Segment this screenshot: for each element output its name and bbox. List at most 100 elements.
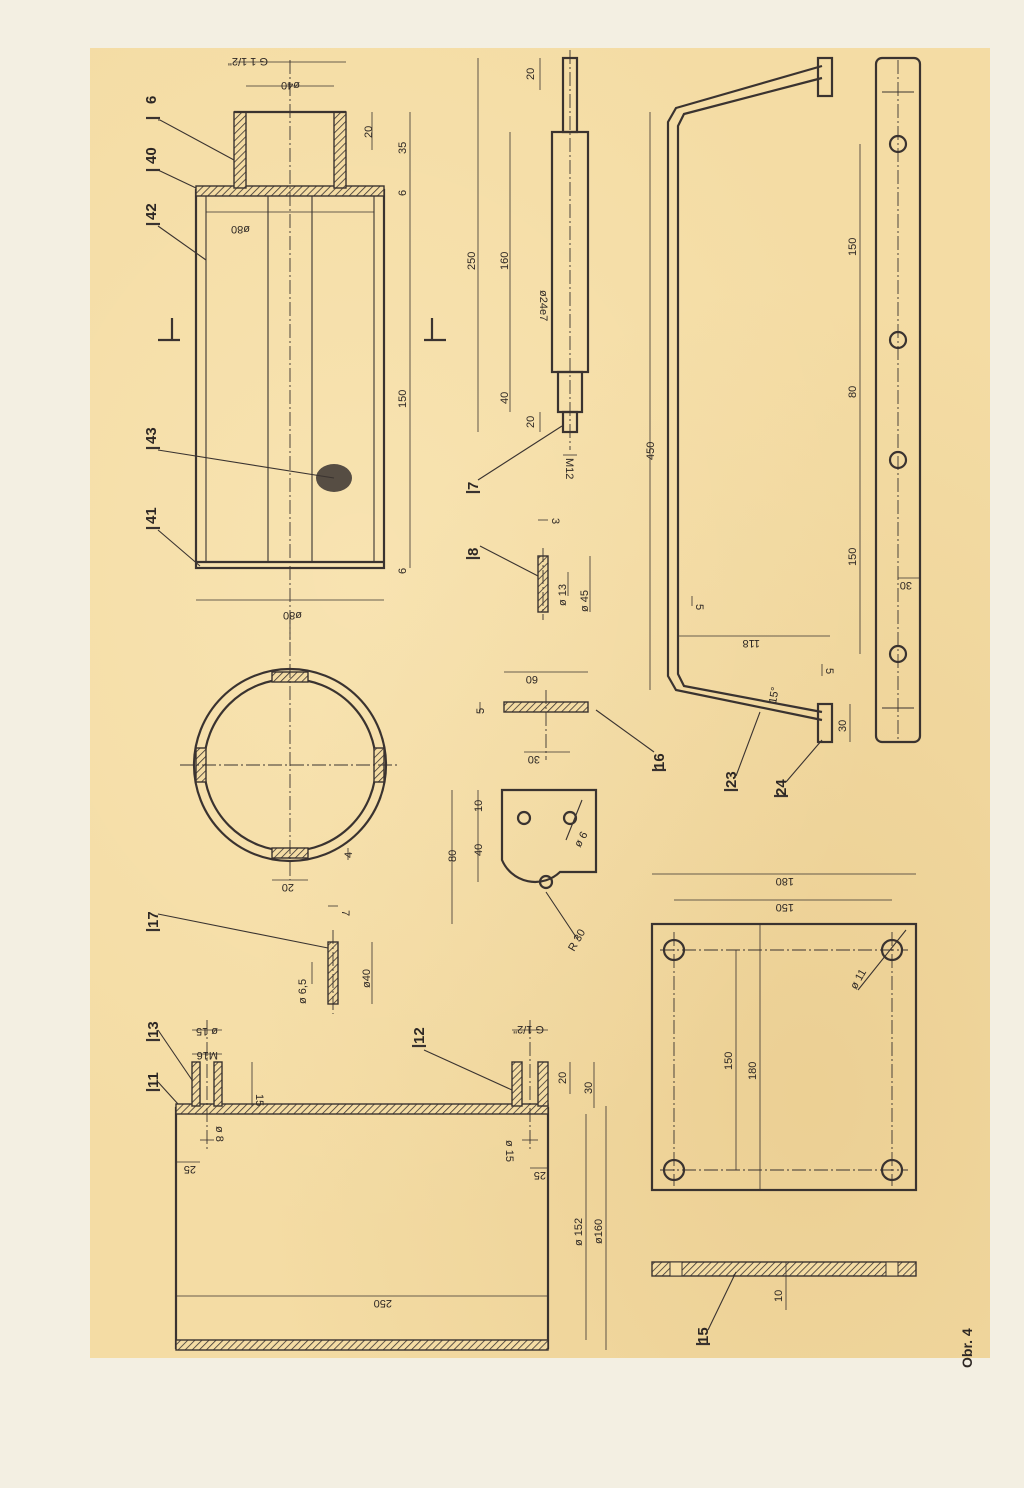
dim-d13: ø 13 — [557, 584, 569, 606]
dim-d15b: 15 — [253, 1094, 265, 1106]
dim-d80d: 80 — [847, 386, 859, 398]
part-label-23: 23 — [723, 771, 740, 788]
dim-d30d: 30 — [583, 1082, 595, 1094]
dim-m16: M16 — [197, 1049, 218, 1061]
dim-d20s: 20 — [525, 68, 537, 80]
dim-d20: 20 — [363, 126, 375, 138]
leader-24 — [785, 739, 823, 783]
dim-d152: ø 152 — [573, 1218, 585, 1246]
flat-bar-body — [874, 56, 922, 744]
dim-d3: 3 — [549, 518, 561, 524]
leader-43 — [157, 449, 335, 479]
leader-8 — [479, 545, 539, 577]
dim-r30: R 30 — [566, 927, 588, 953]
dim-d5c: 5 — [823, 668, 835, 674]
leader-11 — [157, 1081, 179, 1105]
part-13-nipple-right — [213, 1061, 223, 1107]
part-13-nipple-left — [191, 1061, 201, 1107]
rod-foot-bottom — [816, 702, 834, 744]
dim-d25a: 25 — [184, 1163, 196, 1175]
dim-d118: 118 — [742, 637, 760, 649]
tube-assembly: 6 40 42 43 41 G 1 1/2" ø40 ø80 ø80 20 35… — [143, 55, 446, 640]
part-6-sleeve-right — [333, 111, 347, 189]
dim-d40s: 40 — [499, 392, 511, 404]
part-6-sleeve-left — [233, 111, 247, 189]
part-label-13: 13 — [145, 1021, 162, 1038]
plate-section-hole-2 — [885, 1261, 899, 1277]
part-label-42: 42 — [143, 203, 160, 220]
leader-6 — [158, 119, 235, 161]
flat-bar: 150 80 150 30 — [847, 56, 922, 744]
cylinder-assembly: 13 11 12 ø 15 M16 15 ø 8 25 G 1/2" 20 30… — [145, 1020, 607, 1351]
rod-foot-top — [816, 56, 834, 98]
part-label-12: 12 — [411, 1027, 428, 1044]
part-label-16: 16 — [651, 753, 668, 770]
dim-m12: M12 — [563, 458, 575, 479]
dim-d40c: ø40 — [361, 969, 373, 988]
rod-inner — [676, 76, 823, 714]
leader-12 — [423, 1049, 513, 1091]
bracket-plate — [500, 788, 598, 883]
dim-d80a: ø80 — [231, 223, 250, 235]
part-label-7: 7 — [465, 482, 482, 490]
dim-d150c: 150 — [847, 548, 859, 566]
dim-d20u: 20 — [557, 1072, 569, 1084]
dim-d80c: 80 — [447, 850, 459, 862]
part-23-rod: 23 24 450 118 5 5 15° 30 — [645, 56, 851, 798]
part-16-bracket: 16 60 5 30 10 40 80 ø 6 R 30 — [447, 671, 668, 954]
dim-d180a: 180 — [776, 875, 794, 887]
part-label-43: 43 — [143, 427, 160, 444]
dim-d20r: 20 — [282, 881, 294, 893]
dim-d6a: 6 — [397, 190, 409, 196]
part-label-15: 15 — [695, 1327, 712, 1344]
dim-d160b: ø160 — [593, 1219, 605, 1244]
cylinder-bottom-wall — [175, 1339, 549, 1351]
leader-23 — [735, 711, 761, 777]
bracket-hole-3 — [538, 874, 554, 890]
part-label-41: 41 — [143, 507, 160, 524]
part-15-plate: 15 180 150 ø 11 150 180 10 — [650, 873, 918, 1346]
dim-d450: 450 — [645, 442, 657, 460]
part-label-11: 11 — [145, 1072, 162, 1088]
bracket-hole-2 — [562, 810, 578, 826]
figure-caption: Obr. 4 — [959, 1328, 975, 1368]
dim-g12: G 1/2" — [513, 1023, 544, 1035]
dim-d35: 35 — [397, 142, 409, 154]
part-12-nipple-right — [537, 1061, 549, 1107]
part-label-24: 24 — [773, 779, 790, 796]
part-label-6: 6 — [143, 96, 160, 104]
cylinder-body — [174, 1106, 550, 1350]
bracket-hole-1 — [516, 810, 532, 826]
part-11-lid — [175, 1103, 549, 1115]
washer-17-section — [327, 941, 339, 1005]
leader-16 — [595, 709, 655, 753]
part-12-nipple-left — [511, 1061, 523, 1107]
dim-d150e: 150 — [723, 1052, 735, 1070]
dim-d150d: 150 — [776, 901, 794, 913]
rod-outer — [666, 64, 823, 722]
dim-d15c: ø 15 — [503, 1140, 515, 1162]
leader-r30 — [545, 891, 579, 941]
dim-d60: 60 — [526, 673, 538, 685]
dim-g112: G 1 1/2" — [228, 55, 268, 67]
plate-section-hole-1 — [669, 1261, 683, 1277]
dim-d30a: 30 — [528, 753, 540, 765]
part-label-8: 8 — [465, 548, 482, 556]
dim-d65: ø 6,5 — [297, 979, 309, 1004]
leader-d11 — [857, 929, 907, 991]
leader-15 — [707, 1271, 737, 1331]
dim-d250b: 250 — [374, 1297, 392, 1309]
dim-d8: ø 8 — [213, 1126, 225, 1142]
dim-d40b: 40 — [473, 844, 485, 856]
leader-d6 — [565, 799, 583, 841]
dim-d15deg: 15° — [767, 686, 782, 704]
dim-d250: 250 — [466, 252, 478, 270]
plate-section — [651, 1261, 917, 1277]
part-7-shaft: 7 250 20 160 ø24e7 40 20 M12 — [465, 50, 590, 494]
part-label-40: 40 — [143, 147, 160, 164]
dim-d7: 7 — [339, 910, 351, 916]
plate-outline — [650, 922, 918, 1192]
leader-13 — [157, 1029, 193, 1081]
dim-d150a: 150 — [397, 390, 409, 408]
ring-section: 20 4 — [180, 620, 400, 893]
